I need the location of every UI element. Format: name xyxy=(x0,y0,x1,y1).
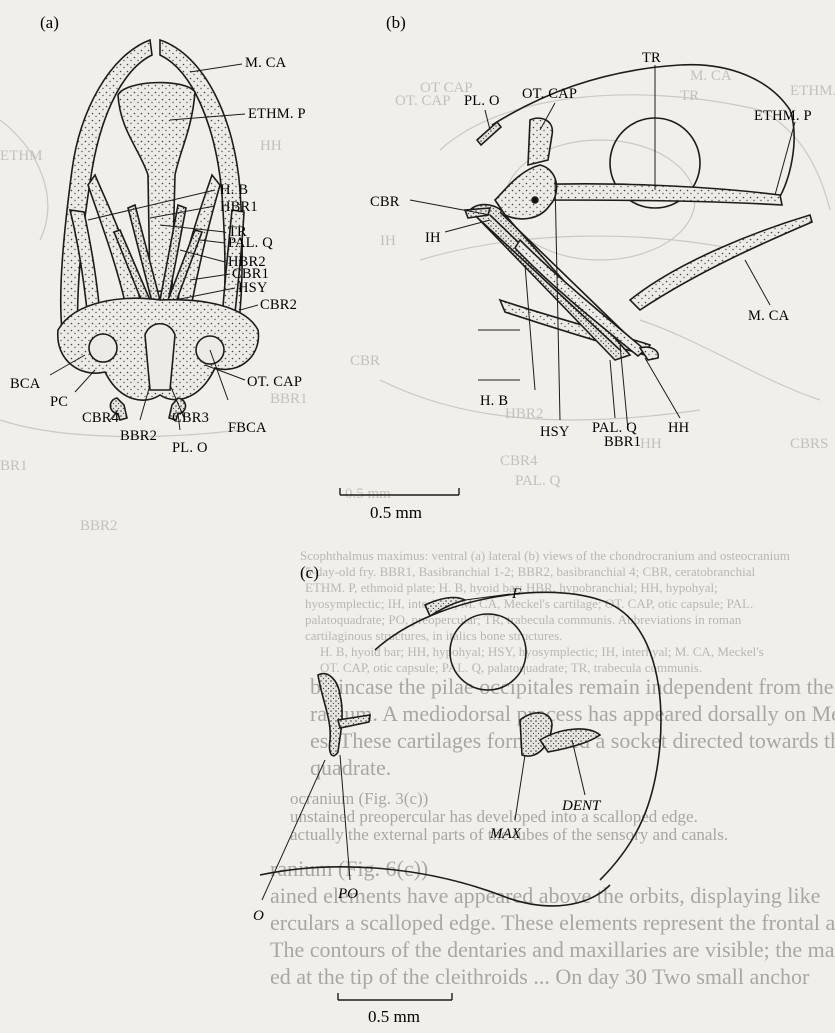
label-max: MAX xyxy=(489,826,522,842)
label-cbr2: CBR2 xyxy=(260,297,297,313)
label-hbr1: HBR1 xyxy=(220,199,258,215)
label-pal-q: PAL. Q xyxy=(228,235,273,251)
panel-c-labels: F DENT MAX O PO xyxy=(253,586,602,924)
orbit-c xyxy=(450,614,526,690)
ghost-label: M. CA xyxy=(690,68,732,84)
ghost-label: CBR4 xyxy=(500,453,538,469)
label-hsy: HSY xyxy=(238,280,268,296)
label-hh: HH xyxy=(668,420,690,436)
ghost-label: HBR2 xyxy=(505,406,543,422)
label-f: F xyxy=(511,586,522,602)
label-bbr1: BBR1 xyxy=(604,434,641,450)
scale-label-top: 0.5 mm xyxy=(370,503,422,522)
ghost-label: TR xyxy=(680,88,699,104)
ghost-label: BR1 xyxy=(0,458,28,474)
jaw-outline xyxy=(260,867,610,906)
label-h-b: H. B xyxy=(480,393,508,409)
ghost-label: ETHM xyxy=(0,148,43,164)
label-m-ca: M. CA xyxy=(748,308,790,324)
panel-c-skull xyxy=(260,592,661,906)
ghost-label: BBR1 xyxy=(270,391,308,407)
label-ih: IH xyxy=(425,230,441,246)
label-h-b: H. B xyxy=(220,182,248,198)
ghost-label: 0.5 mm xyxy=(345,486,391,502)
ghost-label: IH xyxy=(380,233,396,249)
ethmoid-bar xyxy=(530,184,782,205)
panel-a-letter: (a) xyxy=(40,13,59,32)
label-dent: DENT xyxy=(561,798,602,814)
label-pc: PC xyxy=(50,394,68,410)
label-cbr4: CBR4 xyxy=(82,410,120,426)
label-tr: TR xyxy=(642,50,661,66)
ghost-label: ETHM. P xyxy=(790,83,835,99)
label-cbr: CBR xyxy=(370,194,400,210)
label-pl-o: PL. O xyxy=(172,440,208,456)
frontal xyxy=(425,598,465,616)
ghost-label: BBR2 xyxy=(80,518,118,534)
label-m-ca: M. CA xyxy=(245,55,287,71)
label-bbr2: BBR2 xyxy=(120,428,157,444)
ghost-label: PAL. Q xyxy=(515,473,560,489)
label-po: PO xyxy=(337,886,358,902)
ghost-label: HH xyxy=(260,138,282,154)
label-bca: BCA xyxy=(10,376,41,392)
label-hsy: HSY xyxy=(540,424,570,440)
label-pl-o: PL. O xyxy=(464,93,500,109)
label-ethm-p: ETHM. P xyxy=(754,108,812,124)
label-ethm-p: ETHM. P xyxy=(248,106,306,122)
ghost-label: OT. CAP xyxy=(395,93,451,109)
meckel-cartilage-lateral xyxy=(630,215,812,310)
label-ot-cap: OT. CAP xyxy=(247,374,302,390)
preopercular xyxy=(318,674,342,756)
label-fbca: FBCA xyxy=(228,420,267,436)
ghost-label: CBR xyxy=(350,353,380,369)
hypobranchial-notch xyxy=(145,324,175,390)
label-cbr3: CBR3 xyxy=(172,410,209,426)
scale-label-bottom: 0.5 mm xyxy=(368,1007,420,1026)
panel-b-letter: (b) xyxy=(386,13,406,32)
otic-capsule xyxy=(528,118,552,165)
scale-bar-bottom: 0.5 mm xyxy=(338,993,452,1026)
label-o: O xyxy=(253,908,264,924)
label-ot-cap: OT. CAP xyxy=(522,86,577,102)
ghost-label: HH xyxy=(640,436,662,452)
panel-c-letter: (c) xyxy=(300,563,319,582)
fenestra-left xyxy=(89,334,117,362)
hyosymplectic xyxy=(495,165,557,219)
ghost-label: CBRS xyxy=(790,436,828,452)
